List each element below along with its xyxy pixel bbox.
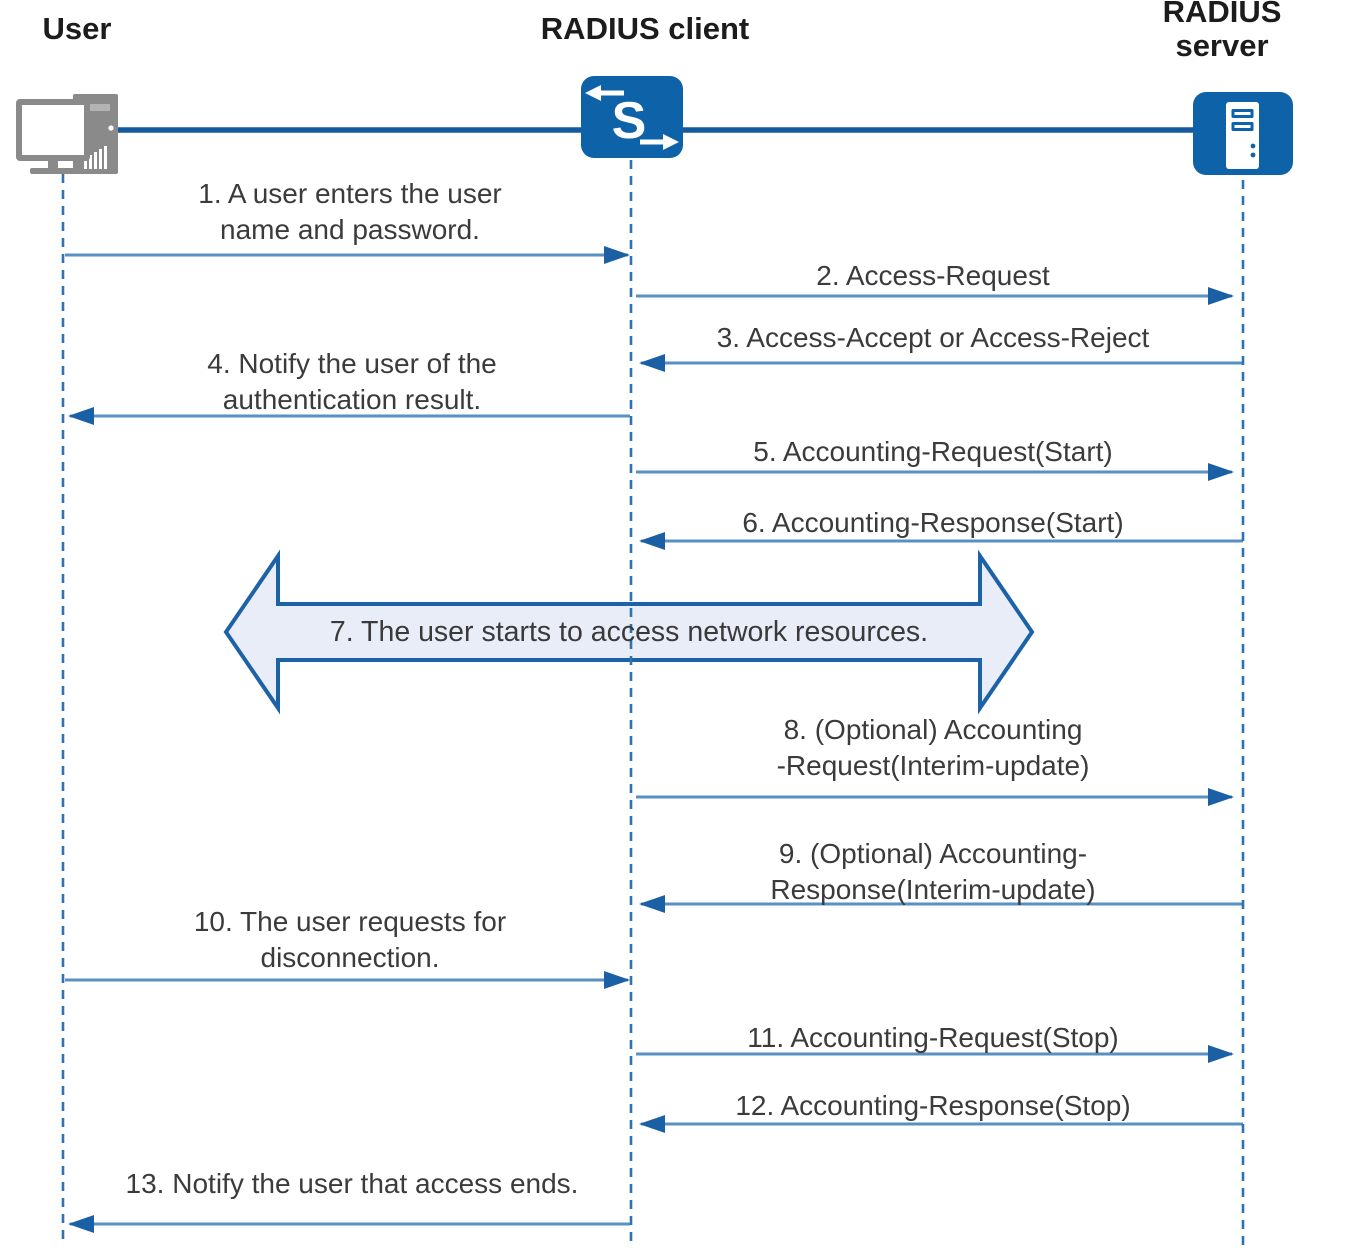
message-11-label: 11. Accounting-Request(Stop) <box>747 1022 1119 1053</box>
message-13-label: 13. Notify the user that access ends. <box>125 1168 579 1199</box>
message-10-label: 10. The user requests for disconnection. <box>193 906 507 973</box>
network-access-band-double-arrow <box>223 549 1035 715</box>
message-3-label: 3. Access-Accept or Access-Reject <box>716 322 1150 353</box>
message-2-label: 2. Access-Request <box>816 260 1050 291</box>
band-label: 7. The user starts to access network res… <box>329 616 929 648</box>
server-icon <box>1193 92 1293 175</box>
message-6-label: 6. Accounting-Response(Start) <box>742 507 1124 538</box>
message-5-label: 5. Accounting-Request(Start) <box>753 436 1113 467</box>
actor-label-user: User <box>42 11 112 46</box>
actor-label-server: RADIUS server <box>1162 0 1282 63</box>
switch-icon: S <box>581 76 683 158</box>
computer-icon <box>16 94 118 174</box>
message-12-label: 12. Accounting-Response(Stop) <box>735 1090 1131 1121</box>
message-9-label: 9. (Optional) Accounting- Response(Inter… <box>770 838 1096 905</box>
message-4-label: 4. Notify the user of the authentication… <box>207 348 497 415</box>
actor-label-client: RADIUS client <box>540 11 750 46</box>
message-8-label: 8. (Optional) Accounting -Request(Interi… <box>776 714 1090 781</box>
message-1-label: 1. A user enters the user name and passw… <box>198 178 502 245</box>
